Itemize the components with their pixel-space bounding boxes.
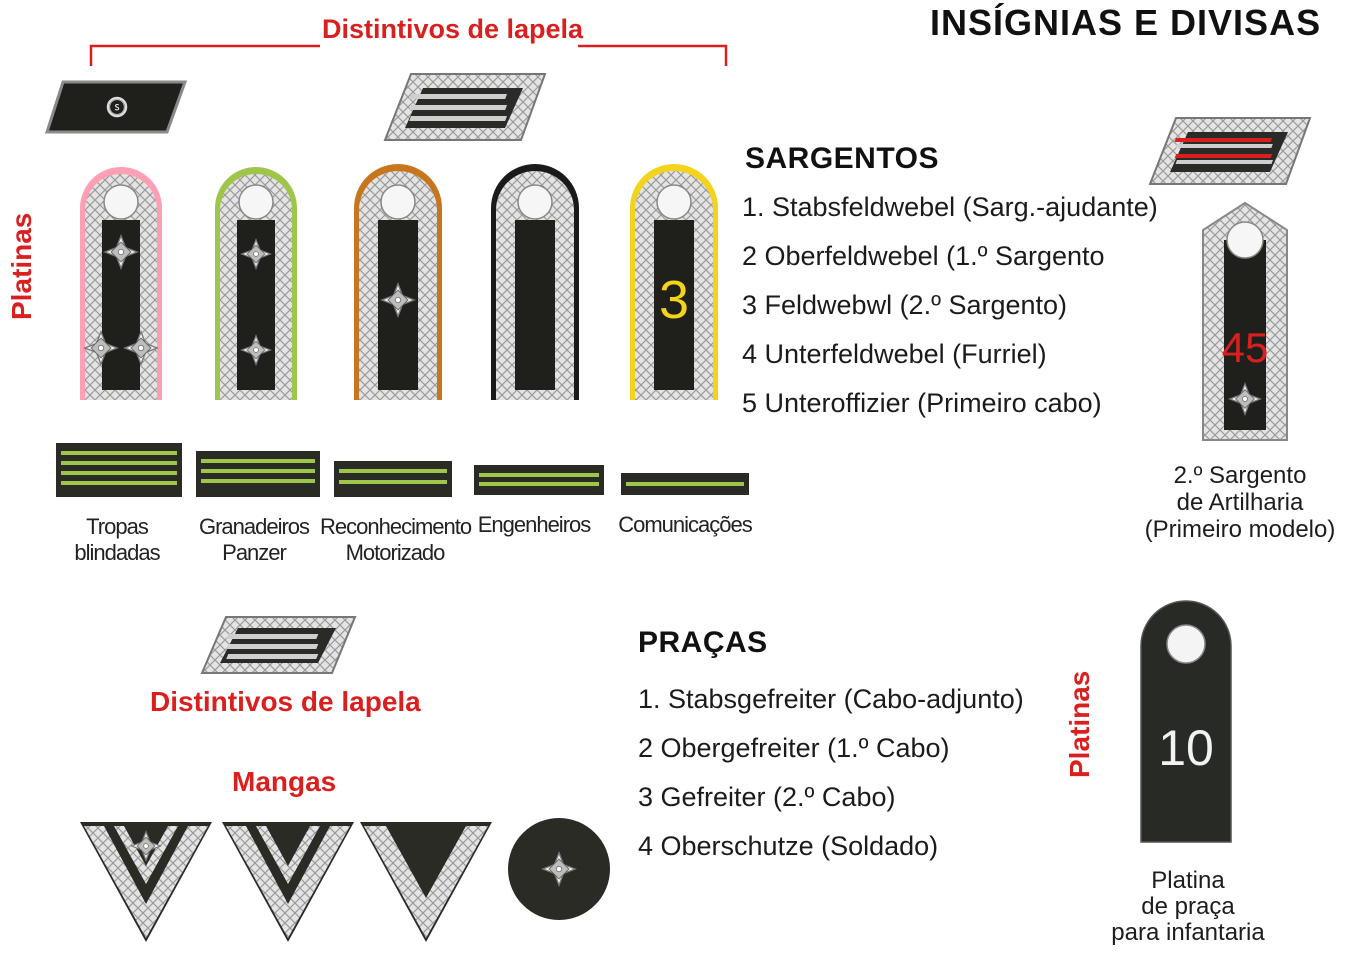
praca-rank-2: 2 Obergefreiter (1.º Cabo): [638, 733, 950, 763]
braid-bar-granadeiros: [196, 451, 320, 497]
praca-rank-1: 1. Stabsgefreiter (Cabo-adjunto): [638, 684, 1024, 714]
platinas-label-right: Platinas: [1064, 670, 1095, 778]
shoulder-strap-infantaria: 10: [1140, 600, 1232, 843]
praca-rank-4: 4 Oberschutze (Soldado): [638, 831, 939, 861]
shoulder-strap-artilharia: 45: [1202, 201, 1288, 441]
praca-rank-3: 3 Gefreiter (2.º Cabo): [638, 782, 896, 812]
sleeve-chevron-stabsgefreiter: [80, 822, 212, 942]
sargento-rank-5: 5 Unteroffizier (Primeiro cabo): [742, 388, 1102, 418]
mangas-label: Mangas: [232, 766, 337, 797]
branch-label-comunicacoes: Comunicações: [618, 512, 753, 537]
lapel-patch-nco-top: [383, 73, 547, 141]
artilharia-caption: 2.º Sargento de Artilharia (Primeiro mod…: [1144, 462, 1336, 543]
shoulder-strap-reconhecimento: [354, 164, 442, 400]
svg-text:ⓢ: ⓢ: [109, 99, 125, 117]
braid-bar-tropas: [56, 443, 182, 497]
shoulder-strap-granadeiros: [215, 167, 297, 400]
lapel-patch-officer: ⓢ: [45, 80, 188, 134]
braid-bar-reconhecimento: [334, 461, 452, 497]
sargento-rank-3: 3 Feldwebwl (2.º Sargento): [742, 290, 1068, 320]
sleeve-chevron-gefreiter: [360, 822, 492, 942]
sleeve-chevron-obergefreiter: [222, 822, 354, 942]
sargentos-heading: SARGENTOS: [745, 142, 939, 175]
braid-bar-comunicacoes: [621, 473, 749, 495]
braid-bar-engenheiros: [474, 465, 604, 495]
platinas-label-left: Platinas: [6, 212, 37, 320]
sleeve-patch-oberschutze: [508, 818, 610, 920]
sargento-rank-4: 4 Unterfeldwebel (Furriel): [742, 339, 1047, 369]
wreath-icon: [106, 96, 128, 118]
branch-label-engenheiros: Engenheiros: [477, 512, 592, 537]
strap-number-10: 10: [1158, 720, 1214, 776]
lapel-patch-artilharia: [1148, 117, 1312, 185]
lapel-label-bottom: Distintivos de lapela: [150, 686, 421, 717]
sargento-rank-2: 2 Oberfeldwebel (1.º Sargento: [742, 241, 1105, 271]
shoulder-strap-tropas-blindadas: [80, 167, 162, 400]
pracas-heading: PRAÇAS: [638, 626, 768, 659]
sargento-rank-1: 1. Stabsfeldwebel (Sarg.-ajudante): [742, 192, 1158, 222]
lapel-label-top: Distintivos de lapela: [322, 14, 584, 44]
strap-number-3: 3: [659, 270, 689, 330]
page-title: INSÍGNIAS E DIVISAS: [930, 2, 1322, 43]
lapel-patch-praca: [200, 616, 357, 674]
strap-number-45: 45: [1222, 324, 1269, 371]
shoulder-strap-engenheiros: [491, 164, 579, 400]
shoulder-strap-comunicacoes: 3: [630, 164, 718, 400]
infantaria-caption: Platina de praça para infantaria: [1111, 867, 1265, 946]
lapel-bracket-top: [89, 44, 728, 66]
